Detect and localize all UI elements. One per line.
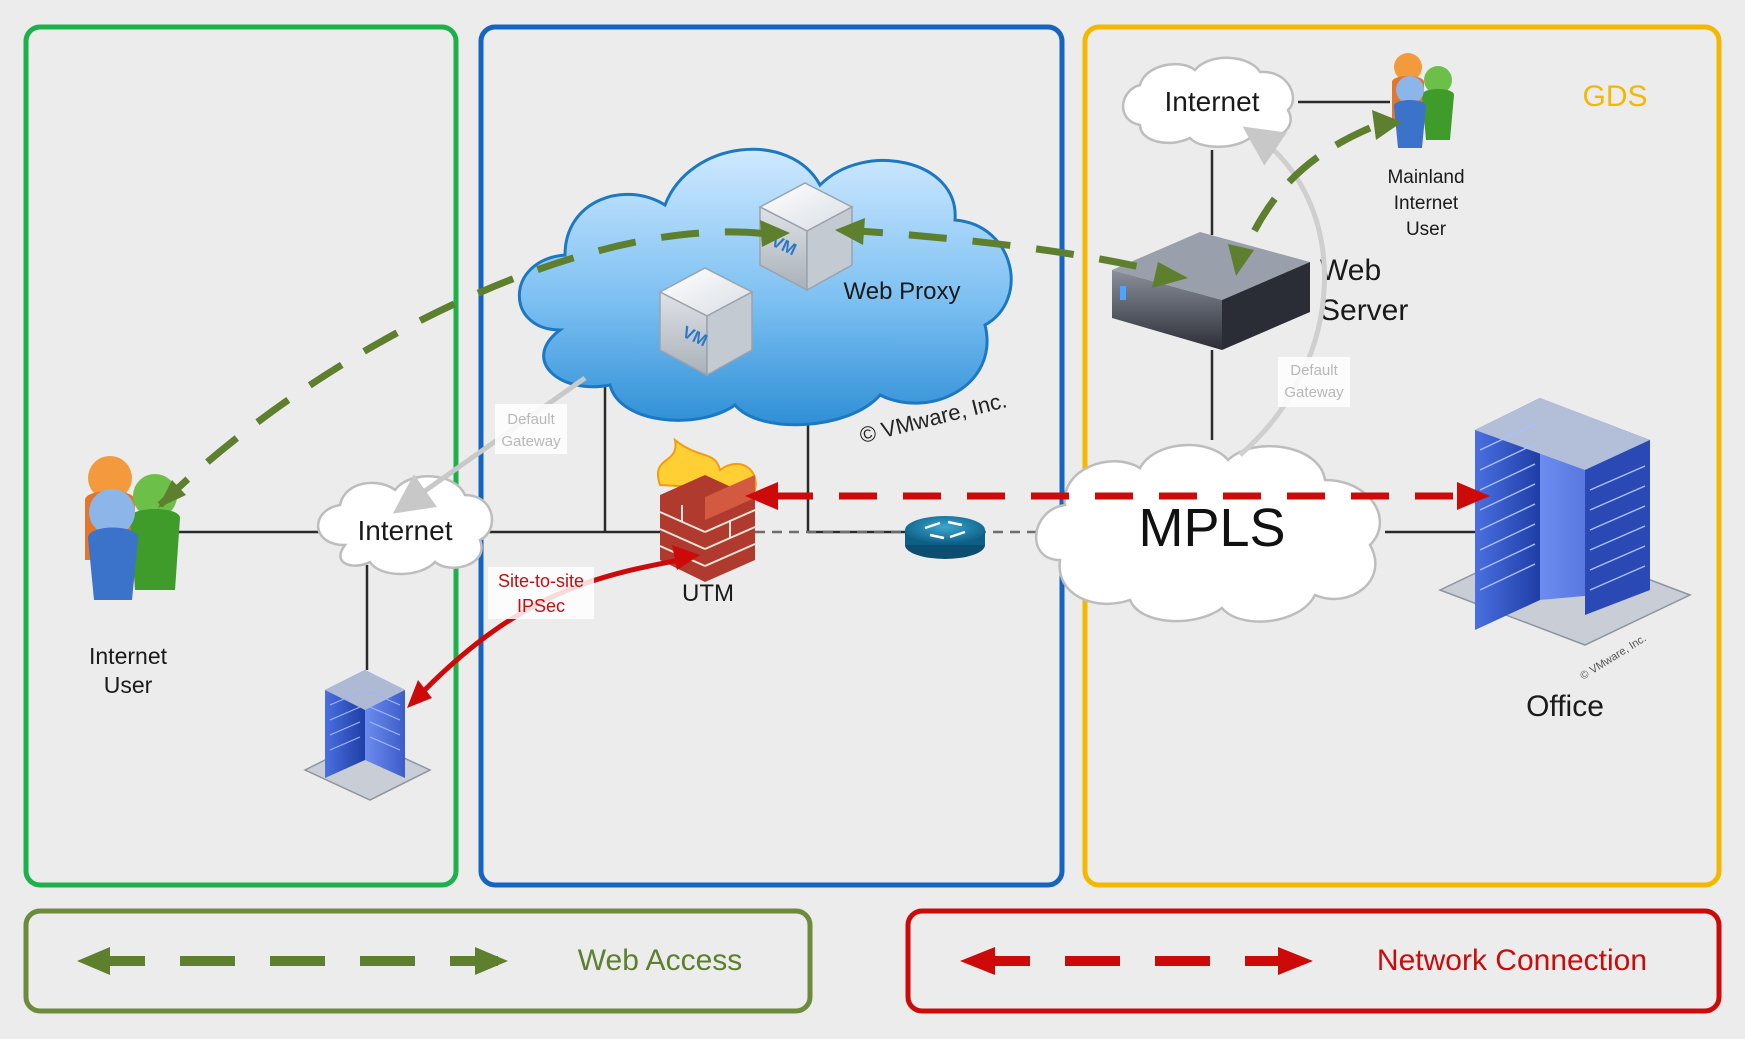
legend-network-label: Network Connection: [1377, 944, 1647, 977]
gds-zone-box: [1082, 24, 1722, 888]
internet-cloud-left: [316, 475, 494, 576]
network-arrowhead-office: [1457, 482, 1490, 510]
ipsec-label-line1: Site-to-site: [498, 571, 584, 591]
vmware-cloud: [517, 147, 1013, 427]
legend-network-arrow-left: [960, 947, 995, 975]
web-server-label-line1: Web: [1320, 254, 1381, 287]
internet-zone-box: [23, 24, 459, 888]
web-server-icon: [1112, 232, 1310, 350]
office-label: Office: [1526, 690, 1604, 723]
default-gateway-badge-left: [495, 404, 567, 454]
utm-label: UTM: [682, 580, 734, 607]
network-arrowhead-utm: [745, 482, 778, 510]
mpls-cloud: [1034, 443, 1382, 623]
mpls-label: MPLS: [1138, 498, 1285, 558]
default-gateway-left-line1: Default: [507, 411, 555, 428]
web-access-arrowhead-server: [1152, 262, 1188, 288]
legend-network-box: [905, 908, 1722, 1014]
ipsec-label-line2: IPSec: [517, 596, 565, 616]
web-server-label-line2: Server: [1320, 294, 1408, 327]
internet-left-label: Internet: [358, 515, 453, 546]
internet-user-label-line2: User: [104, 672, 153, 698]
web-access-proxy-to-server: [844, 226, 1176, 279]
internet-user-label-line1: Internet: [89, 643, 168, 669]
branch-building-icon: [303, 670, 432, 801]
ipsec-arrowhead-branch: [407, 680, 432, 708]
web-access-arrowhead-user: [158, 480, 186, 508]
ipsec-badge: [488, 567, 594, 619]
datacenter-zone-box: [478, 24, 1065, 888]
default-gateway-arrow-right: [1238, 126, 1327, 457]
office-building-icon: [1438, 398, 1692, 646]
vm-cube-left: VM: [658, 267, 754, 377]
internet-cloud-right: [1121, 56, 1295, 148]
legend-web-access-label: Web Access: [578, 944, 743, 977]
mainland-user-label-line1: Mainland: [1387, 167, 1464, 188]
default-gateway-right-line1: Default: [1290, 362, 1338, 379]
web-access-arrowhead-mainland: [1372, 110, 1402, 140]
legend-web-access-box: [23, 908, 813, 1014]
gds-label: GDS: [1582, 80, 1647, 113]
legend-network-arrow-right: [1278, 947, 1313, 975]
default-gateway-left-line2: Gateway: [501, 433, 561, 450]
default-gateway-right-line2: Gateway: [1284, 384, 1344, 401]
web-access-mainland-to-server: [1236, 124, 1372, 264]
web-access-user-to-proxy: [157, 228, 776, 508]
default-gateway-badge-right: [1278, 357, 1350, 407]
web-proxy-label: Web Proxy: [844, 278, 961, 305]
legend-web-access-arrow-left: [77, 947, 110, 975]
internet-right-label: Internet: [1165, 86, 1260, 117]
internet-user-icon: [85, 456, 180, 600]
mainland-user-label-line2: Internet: [1394, 193, 1459, 214]
legend-web-access-arrow-right: [475, 947, 508, 975]
web-access-arrowhead-server-top: [1228, 244, 1254, 276]
router-icon: [905, 516, 985, 559]
web-access-arrowhead-proxy-right: [835, 218, 865, 245]
ipsec-arrowhead-utm: [672, 545, 700, 570]
mainland-user-icon: [1392, 53, 1454, 148]
mainland-user-label-line3: User: [1406, 219, 1447, 240]
web-access-arrowhead-proxy-left: [760, 220, 790, 247]
